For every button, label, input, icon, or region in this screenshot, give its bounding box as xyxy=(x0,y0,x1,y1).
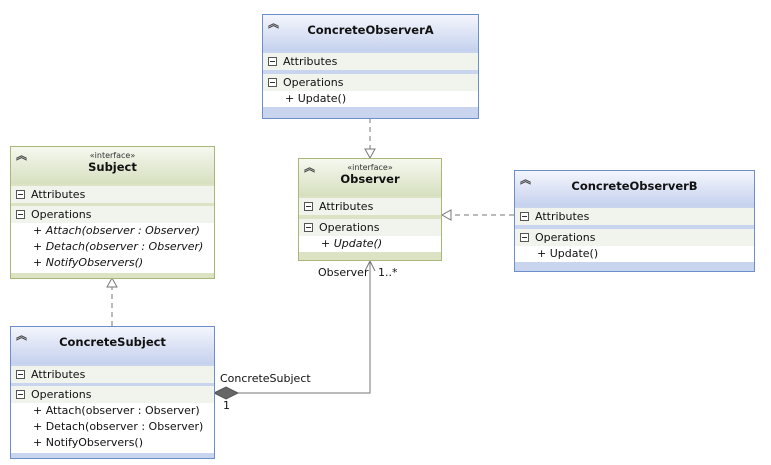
operation[interactable]: + Attach(observer : Observer) xyxy=(33,404,200,417)
class-name: Observer xyxy=(340,172,400,186)
operation[interactable]: + Attach(observer : Observer) xyxy=(33,224,200,237)
stereotype: «interface» xyxy=(89,151,136,160)
class-concrete-observer-a[interactable]: ︽ ConcreteObserverA Attributes Operations… xyxy=(262,14,479,119)
operation[interactable]: + Detach(observer : Observer) xyxy=(33,240,204,253)
operation[interactable]: + NotifyObservers() xyxy=(33,256,144,269)
collapse-minus-icon[interactable] xyxy=(16,390,25,399)
class-name: ConcreteObserverA xyxy=(307,23,434,37)
collapse-minus-icon[interactable] xyxy=(304,223,313,232)
class-name: ConcreteSubject xyxy=(59,335,166,349)
section-label: Operations xyxy=(535,231,596,244)
section-label: Attributes xyxy=(31,368,86,381)
collapse-icon[interactable]: ︽ xyxy=(16,329,27,342)
section-label: Attributes xyxy=(319,200,374,213)
collapse-minus-icon[interactable] xyxy=(304,202,313,211)
collapse-minus-icon[interactable] xyxy=(268,78,277,87)
realization-arrowhead xyxy=(364,148,376,160)
collapse-icon[interactable]: ︽ xyxy=(268,17,279,30)
interface-observer[interactable]: ︽ «interface»Observer Attributes Operatio… xyxy=(298,158,442,261)
class-name: Subject xyxy=(88,160,137,174)
operation[interactable]: + NotifyObservers() xyxy=(33,436,144,449)
operations-section[interactable]: Operations xyxy=(11,386,214,403)
section-label: Operations xyxy=(319,221,380,234)
operations-section[interactable]: Operations xyxy=(263,74,478,91)
section-label: Operations xyxy=(31,388,92,401)
stereotype: «interface» xyxy=(347,163,393,172)
association-target-multiplicity: 1..* xyxy=(378,266,398,279)
operations-section[interactable]: Operations xyxy=(299,219,441,236)
operation[interactable]: + Update() xyxy=(285,92,347,105)
operation[interactable]: + Update() xyxy=(321,237,383,250)
operations-section[interactable]: Operations xyxy=(515,229,754,246)
collapse-icon[interactable]: ︽ xyxy=(16,149,27,162)
attributes-section[interactable]: Attributes xyxy=(299,198,441,215)
association-target-role: Observer xyxy=(318,266,369,279)
class-name: ConcreteObserverB xyxy=(571,179,698,193)
section-label: Attributes xyxy=(535,210,590,223)
operation[interactable]: + Detach(observer : Observer) xyxy=(33,420,204,433)
association-source-role: ConcreteSubject xyxy=(220,372,311,385)
section-label: Operations xyxy=(283,76,344,89)
collapse-icon[interactable]: ︽ xyxy=(304,161,315,174)
collapse-minus-icon[interactable] xyxy=(520,233,529,242)
collapse-minus-icon[interactable] xyxy=(16,190,25,199)
composition-diamond xyxy=(212,386,240,400)
association-arrowhead xyxy=(364,259,376,272)
attributes-section[interactable]: Attributes xyxy=(11,186,214,203)
attributes-section[interactable]: Attributes xyxy=(515,208,754,225)
collapse-icon[interactable]: ︽ xyxy=(520,173,531,186)
operation[interactable]: + Update() xyxy=(537,247,599,260)
attributes-section[interactable]: Attributes xyxy=(11,366,214,383)
collapse-minus-icon[interactable] xyxy=(16,370,25,379)
association-source-multiplicity: 1 xyxy=(223,399,230,412)
association-line[interactable] xyxy=(238,261,371,394)
collapse-minus-icon[interactable] xyxy=(268,57,277,66)
class-concrete-subject[interactable]: ︽ ConcreteSubject Attributes Operations +… xyxy=(10,326,215,459)
realization-arrowhead xyxy=(106,276,118,288)
section-label: Attributes xyxy=(31,188,86,201)
section-label: Operations xyxy=(31,208,92,221)
collapse-minus-icon[interactable] xyxy=(520,212,529,221)
attributes-section[interactable]: Attributes xyxy=(263,53,478,70)
class-concrete-observer-b[interactable]: ︽ ConcreteObserverB Attributes Operations… xyxy=(514,170,755,272)
collapse-minus-icon[interactable] xyxy=(16,210,25,219)
interface-subject[interactable]: ︽ «interface»Subject Attributes Operation… xyxy=(10,146,215,279)
realization-arrowhead xyxy=(440,209,452,221)
section-label: Attributes xyxy=(283,55,338,68)
operations-section[interactable]: Operations xyxy=(11,206,214,223)
